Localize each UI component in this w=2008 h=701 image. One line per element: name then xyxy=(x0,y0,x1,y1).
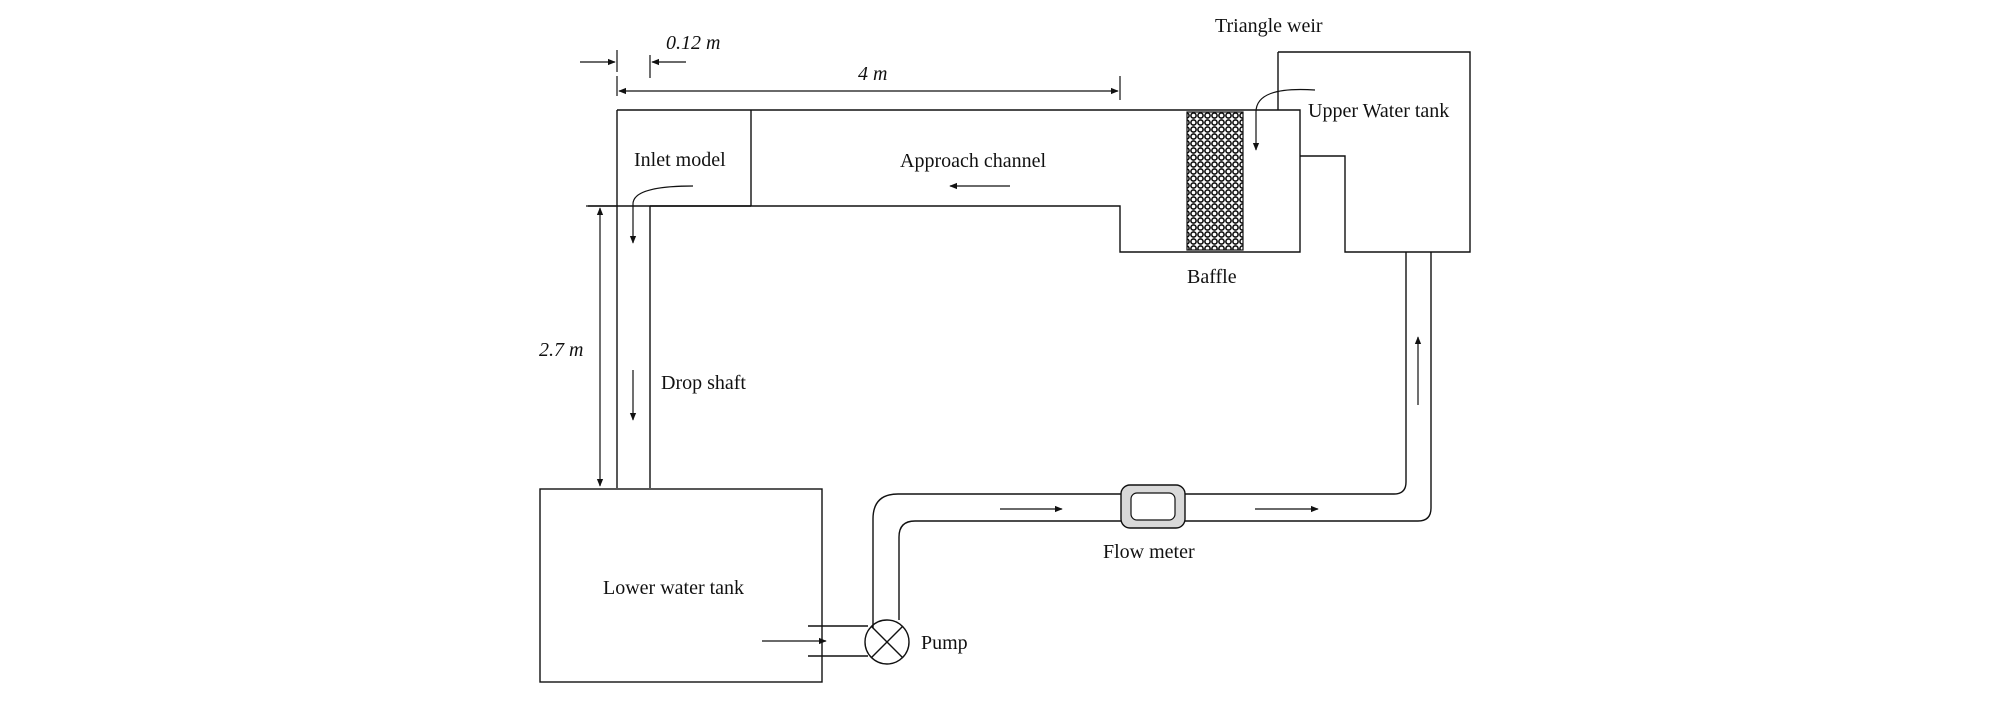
label-lower-tank: Lower water tank xyxy=(603,577,744,599)
upper-water-tank xyxy=(1277,51,1471,253)
label-inlet-model: Inlet model xyxy=(634,149,726,171)
label-flow-meter: Flow meter xyxy=(1103,541,1195,563)
lower-water-tank xyxy=(539,488,823,683)
baffle xyxy=(1186,111,1244,251)
approach-channel xyxy=(616,109,1301,488)
flow-meter xyxy=(1120,484,1186,529)
label-drop-shaft: Drop shaft xyxy=(661,372,746,394)
label-upper-tank: Upper Water tank xyxy=(1308,100,1449,122)
label-inlet-width: 0.12 m xyxy=(666,32,720,54)
label-approach-channel: Approach channel xyxy=(900,150,1046,172)
dimension-shaft-height xyxy=(586,205,616,487)
label-pump: Pump xyxy=(921,632,968,654)
pump xyxy=(808,619,910,665)
label-baffle: Baffle xyxy=(1187,266,1237,288)
label-triangle-weir: Triangle weir xyxy=(1215,15,1323,37)
return-pipe xyxy=(872,252,1432,628)
flow-arrows xyxy=(629,88,1422,645)
flow-arrow-inlet-curve xyxy=(629,185,694,244)
flow-arrow-weir-curve xyxy=(1252,88,1316,151)
dimension-channel-length xyxy=(616,76,1121,100)
label-shaft-height: 2.7 m xyxy=(539,339,583,361)
dimension-inlet-width xyxy=(580,50,686,78)
label-channel-length: 4 m xyxy=(858,63,887,85)
